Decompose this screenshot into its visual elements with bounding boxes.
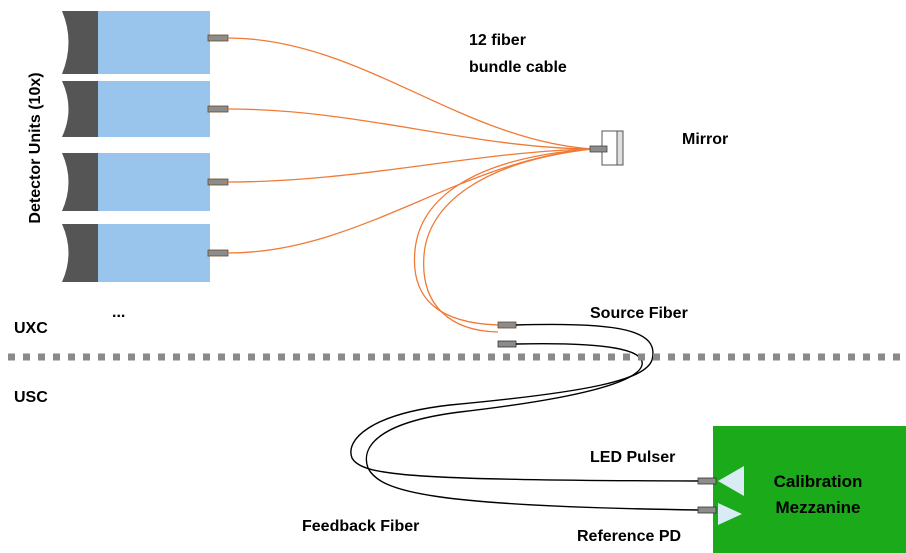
- detector-units-label: Detector Units (10x): [27, 72, 44, 223]
- mirror-label: Mirror: [682, 131, 728, 148]
- more-units-ellipsis: ...: [112, 304, 125, 321]
- reference-pd-triangle: [718, 503, 742, 525]
- detector-unit-2: [62, 81, 229, 137]
- usc-label: USC: [14, 389, 48, 406]
- mirror: [589, 130, 624, 166]
- fiber-bundle: [227, 37, 593, 333]
- detector-unit-1: [62, 11, 229, 74]
- source-feedback-fibers: [350, 323, 699, 511]
- led-pulser-triangle: [718, 466, 744, 496]
- mezzanine-label-line2: Mezzanine: [775, 498, 860, 517]
- led-pulser-connector: [697, 477, 717, 485]
- bundle-label-line2: bundle cable: [469, 59, 567, 76]
- uxc-label: UXC: [14, 320, 48, 337]
- feedback-fiber-label: Feedback Fiber: [302, 518, 419, 535]
- source-fiber-label: Source Fiber: [590, 305, 688, 322]
- source-fiber-connector-lower: [497, 340, 517, 348]
- detector-unit-3: [62, 153, 229, 211]
- bundle-label-line1: 12 fiber: [469, 32, 526, 49]
- calibration-mezzanine: [697, 426, 906, 553]
- reference-pd-connector: [697, 506, 717, 514]
- mezzanine-label-line1: Calibration: [774, 472, 863, 491]
- source-fiber-connector-upper: [497, 321, 517, 329]
- detector-unit-4: [62, 224, 229, 282]
- led-pulser-label: LED Pulser: [590, 449, 675, 466]
- reference-pd-label: Reference PD: [577, 528, 681, 545]
